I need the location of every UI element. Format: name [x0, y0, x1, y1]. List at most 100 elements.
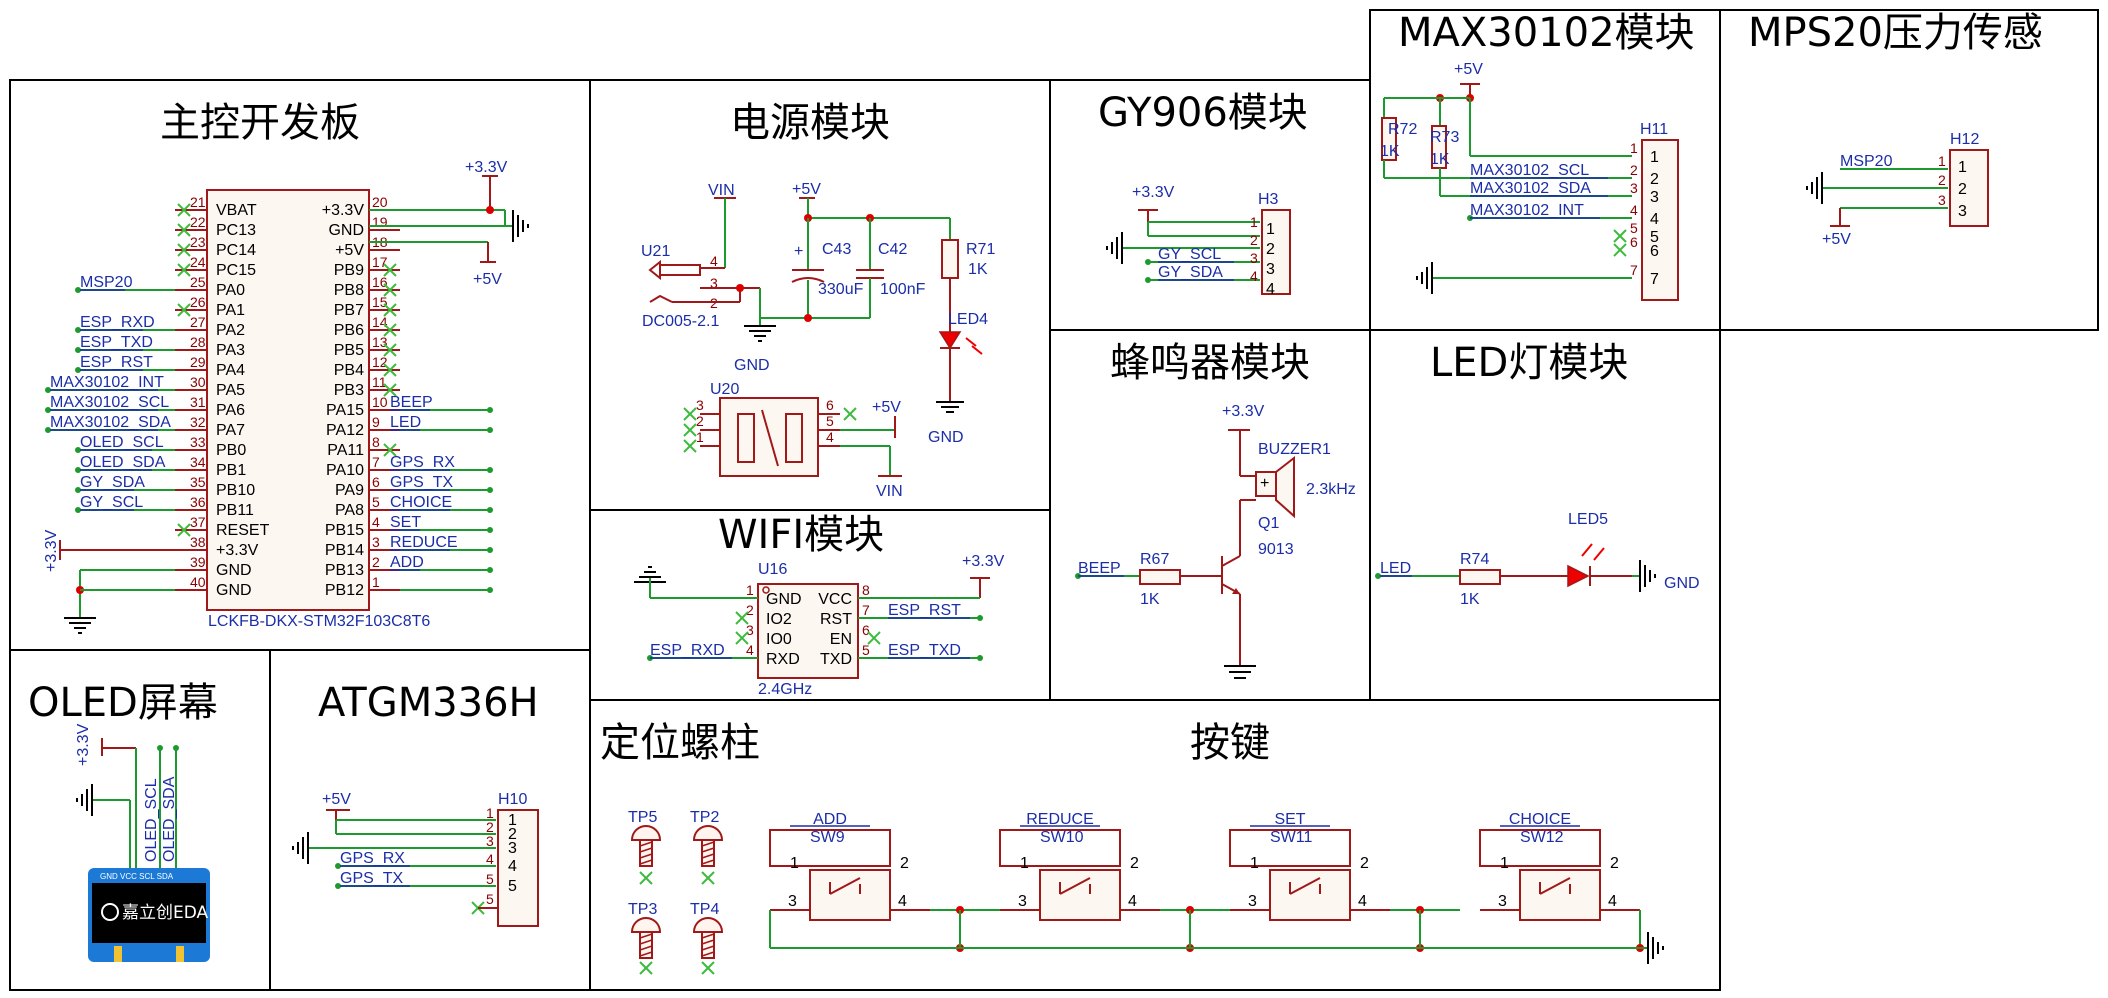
c42-val: 100nF: [880, 281, 926, 298]
net-led: LED: [390, 414, 421, 431]
svg-text:+: +: [794, 243, 803, 260]
svg-text:33: 33: [190, 434, 206, 450]
svg-text:2: 2: [486, 819, 494, 835]
svg-text:6: 6: [862, 622, 870, 638]
svg-text:4: 4: [1608, 893, 1617, 910]
svg-text:13: 13: [372, 334, 388, 350]
svg-text:1: 1: [1250, 855, 1259, 872]
svg-text:1: 1: [790, 855, 799, 872]
svg-text:1: 1: [1500, 855, 1509, 872]
svg-text:2: 2: [1360, 855, 1369, 872]
svg-text:2: 2: [1630, 162, 1638, 178]
svg-text:PB5: PB5: [334, 342, 364, 359]
svg-text:4: 4: [898, 893, 907, 910]
svg-text:2: 2: [900, 855, 909, 872]
net-max30102_sda: MAX30102_SDA: [50, 414, 171, 431]
r67-ref: R67: [1140, 551, 1169, 568]
title-atgm: ATGM336H: [318, 680, 539, 726]
svg-text:4: 4: [710, 253, 718, 269]
r67-val: 1K: [1140, 591, 1160, 608]
led5-ref: LED5: [1568, 511, 1608, 528]
wifi-module: U16 2.4GHz 1GND2IO23IO04RXD8VCC7RST6EN5T…: [633, 553, 1005, 698]
svg-text:30: 30: [190, 374, 206, 390]
r74-val: 1K: [1460, 591, 1480, 608]
cloud-icon: [101, 903, 119, 921]
svg-text:PB3: PB3: [334, 382, 364, 399]
svg-text:1: 1: [508, 812, 517, 829]
svg-text:PB10: PB10: [216, 482, 255, 499]
svg-text:3: 3: [1650, 189, 1659, 206]
buzzer-33v: +3.3V: [1222, 403, 1265, 420]
svg-text:PB4: PB4: [334, 362, 364, 379]
svg-text:PA0: PA0: [216, 282, 245, 299]
title-buzzer: 蜂鸣器模块: [1110, 340, 1310, 386]
mcu-right-pins: 20+3.3V19GND18+5V17PB916PB815PB714PB613P…: [322, 194, 493, 599]
svg-text:3: 3: [788, 893, 797, 910]
svg-text:1: 1: [372, 574, 380, 590]
svg-text:7: 7: [1630, 262, 1638, 278]
svg-text:3: 3: [1250, 250, 1258, 266]
svg-text:4: 4: [486, 851, 494, 867]
h11-ref: H11: [1640, 121, 1668, 138]
svg-text:PB8: PB8: [334, 282, 364, 299]
power-gnd2-label: GND: [928, 429, 964, 446]
svg-text:36: 36: [190, 494, 206, 510]
svg-text:35: 35: [190, 474, 206, 490]
svg-text:20: 20: [372, 194, 388, 210]
switch-net-set: SET: [1274, 811, 1305, 828]
svg-text:PB11: PB11: [216, 502, 254, 519]
svg-text:1: 1: [746, 582, 754, 598]
power-5v-label: +5V: [792, 181, 821, 198]
buzzer-net: BEEP: [1078, 560, 1121, 577]
svg-text:15: 15: [372, 294, 388, 310]
oled-brand: 嘉立创EDA: [122, 903, 209, 923]
net-choice: CHOICE: [390, 494, 452, 511]
max-net-sda: MAX30102_SDA: [1470, 180, 1591, 197]
net-esp_rxd: ESP_RXD: [80, 314, 155, 331]
mcu-pin-+3.3v: 38+3.3V: [175, 534, 259, 559]
svg-text:PA4: PA4: [216, 362, 245, 379]
switch-net-reduce: REDUCE: [1026, 811, 1094, 828]
svg-text:PC13: PC13: [216, 222, 256, 239]
title-gy906: GY906模块: [1098, 90, 1308, 136]
wifi-pin-txd: TXD: [820, 651, 852, 668]
atgm-5v: +5V: [322, 791, 351, 808]
svg-text:PA9: PA9: [335, 482, 364, 499]
svg-text:4: 4: [1630, 202, 1638, 218]
switch-ref-sw10: SW10: [1040, 829, 1084, 846]
svg-text:1: 1: [1958, 159, 1967, 176]
svg-text:22: 22: [190, 214, 206, 230]
svg-text:2: 2: [1610, 855, 1619, 872]
title-main-board: 主控开发板: [160, 100, 360, 146]
svg-text:2: 2: [372, 554, 380, 570]
net-gps_tx: GPS_TX: [390, 474, 453, 491]
u16-ref: U16: [758, 561, 787, 578]
svg-text:19: 19: [372, 214, 388, 230]
mps20-5v: +5V: [1822, 231, 1851, 248]
atgm-net-rx: GPS_RX: [340, 850, 405, 867]
svg-text:PB7: PB7: [334, 302, 364, 319]
svg-text:5: 5: [1630, 220, 1638, 236]
mount-posts: TP5 TP2 TP3 TP4: [628, 809, 723, 975]
svg-text:PA2: PA2: [216, 322, 245, 339]
